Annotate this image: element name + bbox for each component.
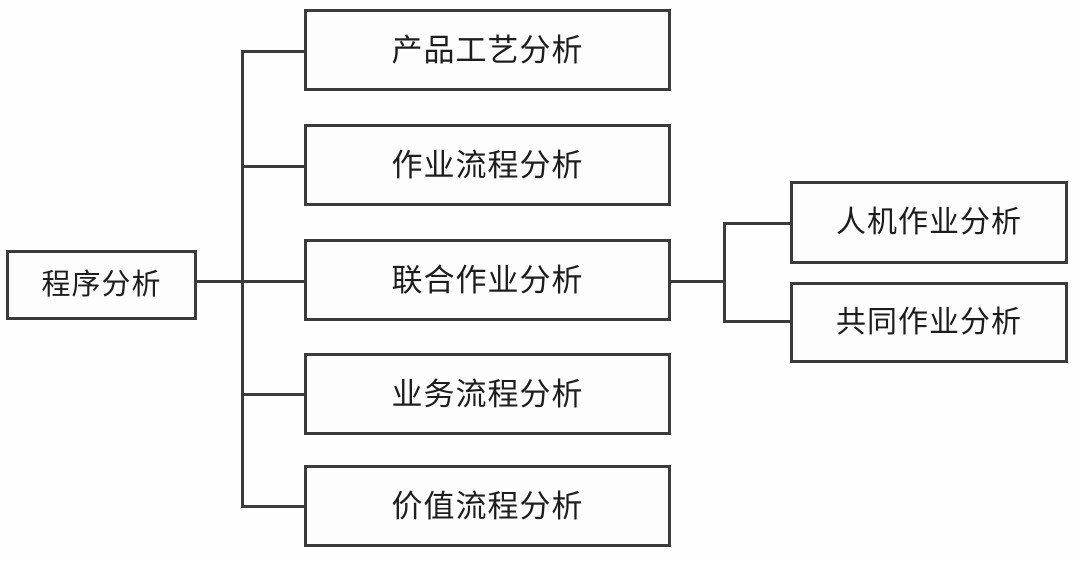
node-level3-ren-ji-zuo-ye-fen-xi[interactable]: 人机作业分析 xyxy=(790,181,1068,264)
node-level2-label-3: 联合作业分析 xyxy=(391,262,584,298)
connector-trunk-level2 xyxy=(241,50,244,506)
node-level2-label-1: 产品工艺分析 xyxy=(391,32,584,68)
node-level2-jia-zhi-liu-cheng-fen-xi[interactable]: 价值流程分析 xyxy=(304,465,671,547)
node-level3-label-1: 人机作业分析 xyxy=(836,205,1022,239)
node-root-cheng-xu-fen-xi[interactable]: 程序分析 xyxy=(6,250,197,320)
node-level2-chan-pin-gong-yi-fen-xi[interactable]: 产品工艺分析 xyxy=(304,9,671,91)
connector-trunk-to-node-4 xyxy=(241,393,307,396)
node-level2-label-4: 业务流程分析 xyxy=(391,376,584,412)
connector-trunk-to-node-3 xyxy=(241,280,307,283)
node-level2-label-5: 价值流程分析 xyxy=(391,488,584,524)
node-level2-lian-he-zuo-ye-fen-xi[interactable]: 联合作业分析 xyxy=(304,239,671,321)
node-level3-gong-tong-zuo-ye-fen-xi[interactable]: 共同作业分析 xyxy=(790,282,1068,363)
connector-node3-to-subtrunk xyxy=(671,280,726,283)
node-level2-zuo-ye-liu-cheng-fen-xi[interactable]: 作业流程分析 xyxy=(304,124,671,206)
node-level2-label-2: 作业流程分析 xyxy=(391,147,584,183)
connector-subtrunk-to-node-a xyxy=(723,222,793,225)
connector-trunk-to-node-1 xyxy=(241,50,307,53)
node-root-label: 程序分析 xyxy=(41,268,162,301)
connector-subtrunk-to-node-b xyxy=(723,320,793,323)
connector-root-to-trunk xyxy=(197,280,244,283)
connector-subtrunk-level3 xyxy=(723,222,726,323)
connector-trunk-to-node-5 xyxy=(241,505,307,508)
node-level3-label-2: 共同作业分析 xyxy=(836,305,1022,339)
connector-trunk-to-node-2 xyxy=(241,165,307,168)
node-level2-ye-wu-liu-cheng-fen-xi[interactable]: 业务流程分析 xyxy=(304,353,671,435)
